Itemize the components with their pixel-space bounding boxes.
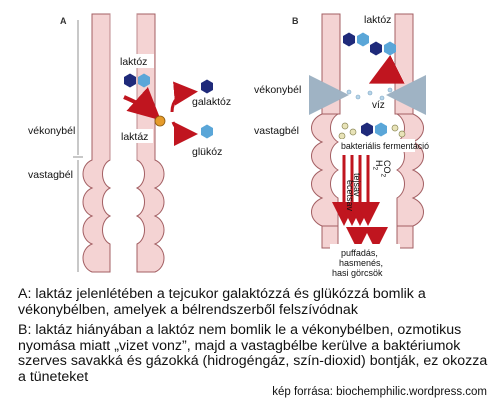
panel-a-lactose-glucose-hexagon [138,73,150,88]
panel-b-fermentation-label-box [339,139,415,152]
panel-b-water-droplet [367,90,373,96]
panel-a-intestine-tube [82,13,112,273]
panel-b-water-droplet [346,89,352,95]
panel-b-arrow-down [368,54,405,84]
panel-b-lactose-3-galactose-hexagon [361,122,373,137]
panel-a-tag: A [60,16,67,26]
panel-b-co2-text: CO [382,160,392,174]
panel-a-galactose-label: galaktóz [192,96,231,108]
panel-a-arrow-to-galactose [170,81,198,113]
panel-b-h2-label: H2 [372,160,385,171]
panel-b-co2-subscript: 2 [380,174,387,178]
panel-a-lactose-label-box [118,54,154,68]
panel-b-h2-text: H [374,160,384,167]
image-credit: kép forrása: biochemphilic.wordpress.com [272,386,487,398]
panel-b-bacterium [398,130,406,138]
panel-b-co2-label: CO2 [380,160,393,178]
panel-b-water-droplet [355,94,361,100]
panel-b-tag: B [292,16,299,26]
panel-b-lactose-1-glucose-hexagon [357,32,369,47]
panel-a-glucose-hexagon [201,124,213,139]
caption-a: A: laktáz jelenlétében a tejcukor galakt… [18,286,426,318]
panel-b-lactic-acid-label: tejsav [352,173,362,197]
panel-b-water-droplet [387,87,393,93]
caption-b: B: laktáz hiányában a laktóz nem bomlik … [18,322,488,385]
panel-b-symptom-1: puffadás, [341,248,378,258]
panel-a-large-intestine-label: vastagbél [28,169,73,181]
panel-a-arrow-to-enzyme [123,87,161,121]
panel-a-arrow-to-glucose [171,121,198,146]
panel-a-enzyme-label-box [119,129,153,143]
panel-a: A vékonybél vastagbél laktóz laktáz gala… [28,13,231,273]
panel-a-glucose-label: glükóz [192,146,222,158]
panel-a-enzyme-label: laktáz [121,131,148,143]
panel-a-lactose-galactose-hexagon [124,73,136,88]
panel-a-small-intestine-label: vékonybél [28,125,75,137]
panel-b-symptom-2: hasmenés, [339,258,383,268]
panel-b-bacterium [341,122,349,130]
panel-b-symptoms-box [330,244,400,280]
panel-b-bacterium [391,124,399,132]
panel-b-large-intestine-label: vastagbél [254,125,299,137]
panel-b-small-intestine-wall-right [394,13,414,115]
panel-b-bacterium [338,132,346,140]
panel-a-lactase-enzyme [154,115,166,127]
panel-b-acetic-acid-label: ecetsav [345,180,355,212]
panel-b-water-label: víz [372,100,385,111]
panel-b-small-intestine-wall-left [321,13,341,115]
panel-b-lactose-1-galactose-hexagon [343,32,355,47]
panel-a-galactose-hexagon [201,79,213,94]
panel-b-h2-subscript: 2 [372,167,379,171]
panel-b-lactose-3-glucose-hexagon [375,122,387,137]
lactose-digestion-diagram: A vékonybél vastagbél laktóz laktáz gala… [28,13,429,280]
panel-b-large-intestine-wall-right [395,113,424,227]
panel-a-lactose-label: laktóz [120,56,147,68]
panel-b-water-droplet [379,95,385,101]
panel-b-lactose-label: laktóz [364,14,391,26]
panel-b-symptom-3: hasi görcsök [332,268,383,278]
panel-b-fermentation-label: bakteriális fermentáció [341,141,429,151]
panel-b-large-intestine-wall-left [311,113,340,227]
panel-b-lactose-2-glucose-hexagon [384,41,396,56]
panel-b-tube-bottom-right [396,225,414,249]
panel-b-lactose-2-galactose-hexagon [370,41,382,56]
panel-b-small-intestine-label: vékonybél [254,84,301,96]
panel-b-bacterium [349,128,357,136]
panel-b: B laktóz vékonybél víz vastagbél [254,13,429,280]
